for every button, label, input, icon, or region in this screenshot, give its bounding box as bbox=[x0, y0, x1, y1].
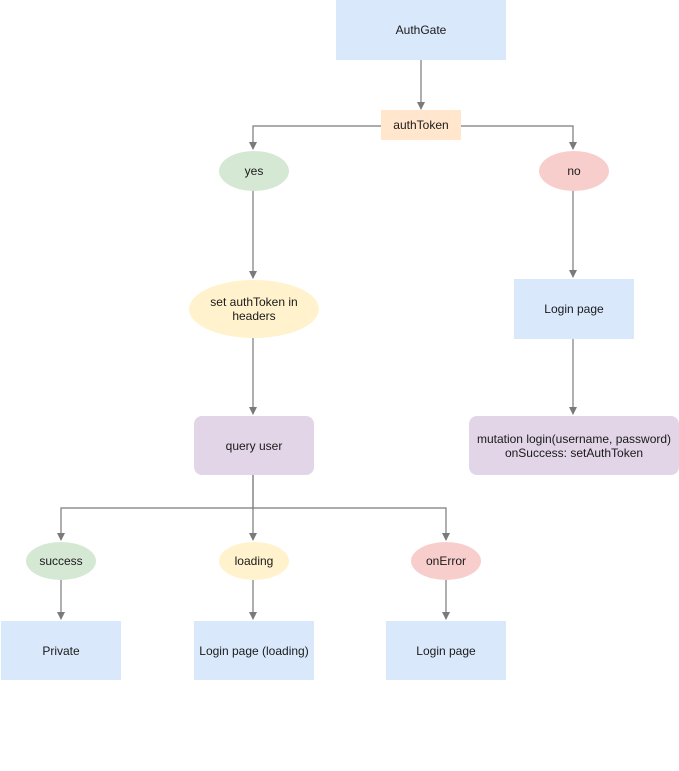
node-private-label: Private bbox=[42, 643, 80, 658]
node-loading-label: loading bbox=[234, 554, 274, 568]
node-query-user-label: query user bbox=[225, 438, 283, 453]
node-yes-label: yes bbox=[244, 164, 264, 178]
node-no: no bbox=[539, 151, 609, 191]
node-login-page-loading-label: Login page (loading) bbox=[199, 643, 309, 658]
node-login-page-loading: Login page (loading) bbox=[194, 621, 314, 680]
node-login-page-bottom-label: Login page bbox=[416, 643, 476, 658]
edge-authtoken-to-no bbox=[461, 125, 577, 150]
node-success: success bbox=[26, 542, 96, 580]
node-authgate-label: AuthGate bbox=[395, 23, 447, 37]
node-set-authtoken-headers-label: set authToken in headers bbox=[210, 295, 298, 323]
node-authgate: AuthGate bbox=[336, 0, 506, 60]
node-mutation-login: mutation login(username, password) onSuc… bbox=[469, 416, 679, 475]
edge-query-to-onerror bbox=[253, 507, 450, 541]
node-loading: loading bbox=[219, 542, 289, 580]
node-login-page-right-label: Login page bbox=[544, 302, 604, 316]
edge-query-to-success bbox=[57, 475, 254, 541]
node-onerror-label: onError bbox=[425, 554, 466, 568]
edge-authtoken-to-yes bbox=[249, 125, 381, 150]
node-set-authtoken-headers: set authToken in headers bbox=[189, 280, 319, 338]
node-success-label: success bbox=[39, 554, 83, 568]
node-onerror: onError bbox=[411, 542, 481, 580]
node-authtoken-label: authToken bbox=[393, 118, 449, 132]
node-authtoken: authToken bbox=[381, 110, 461, 140]
node-yes: yes bbox=[219, 151, 289, 191]
node-no-label: no bbox=[567, 164, 581, 178]
node-login-page-right: Login page bbox=[514, 279, 634, 339]
node-mutation-login-label: mutation login(username, password) onSuc… bbox=[476, 431, 672, 460]
node-login-page-bottom: Login page bbox=[386, 621, 506, 680]
node-private: Private bbox=[1, 621, 121, 680]
node-query-user: query user bbox=[194, 416, 314, 475]
